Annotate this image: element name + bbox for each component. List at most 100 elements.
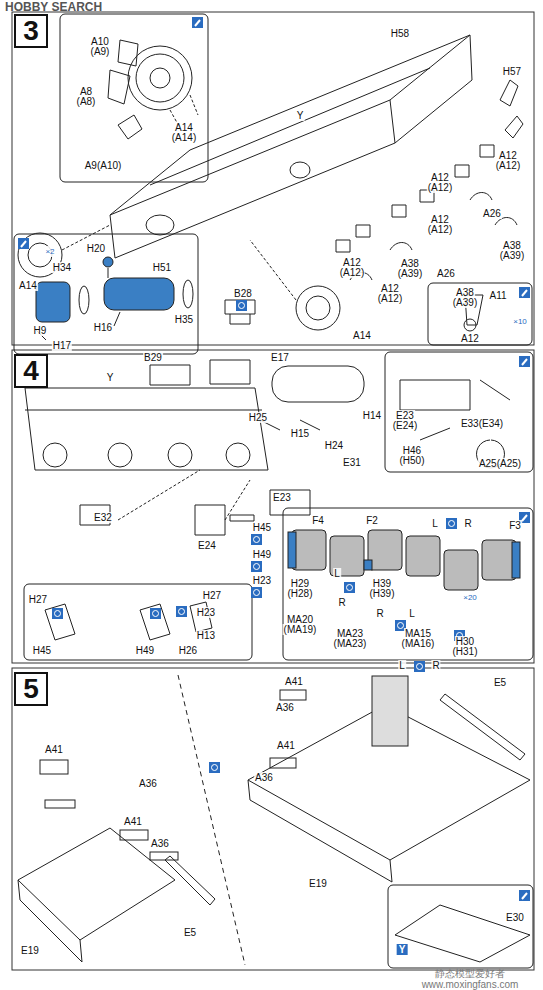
inset-frame [388, 885, 533, 968]
bracket-part [225, 295, 483, 331]
step-number-box: 4 [14, 354, 48, 388]
part-number: A41 [44, 744, 64, 755]
part-number: F3 [508, 520, 522, 531]
part-number: (A9) [90, 46, 111, 57]
step-number: 3 [23, 17, 39, 45]
part-number: H14 [362, 410, 382, 421]
watermark: 静态模型爱好者 [434, 968, 506, 979]
part-number: Y [106, 372, 115, 383]
part-number: R [463, 518, 472, 529]
part-number: A25(A25) [478, 458, 522, 469]
part-number: H35 [174, 314, 194, 325]
symmetry-icon [52, 608, 63, 619]
part-number: (A12) [427, 224, 453, 235]
glue-icon [18, 238, 29, 249]
part-number: E19 [20, 945, 40, 956]
part-number: Y [296, 110, 305, 121]
inset-frame [60, 14, 208, 182]
part-number: (H39) [368, 588, 395, 599]
part-number: H24 [324, 440, 344, 451]
part-number: E5 [183, 927, 197, 938]
part-number: H58 [390, 28, 410, 39]
symmetry-icon [414, 661, 425, 672]
part-number: H34 [52, 262, 72, 273]
part-number: ×2 [44, 246, 55, 257]
step-number-box: 3 [14, 14, 48, 48]
part-number: (A12) [495, 160, 521, 171]
part-number: E24 [197, 540, 217, 551]
part-number: A12 [460, 333, 480, 344]
part-number: (A39) [499, 250, 525, 261]
part-number: H20 [86, 243, 106, 254]
inset-frame [428, 283, 532, 345]
part-number: E32 [93, 512, 113, 523]
part-number: H49 [252, 549, 272, 560]
part-number: A41 [123, 816, 143, 827]
symmetry-icon [251, 561, 262, 572]
symmetry-icon [344, 582, 355, 593]
part-number: B28 [233, 288, 253, 299]
inset-frame [385, 352, 533, 472]
part-number: A36 [254, 772, 274, 783]
part-number: R [431, 660, 440, 671]
part-number: E17 [270, 352, 290, 363]
symmetry-icon [209, 762, 220, 773]
part-number: H45 [32, 645, 52, 656]
symmetry-icon [236, 300, 247, 311]
part-number: H27 [28, 594, 48, 605]
part-number: E23 [272, 492, 292, 503]
hull-floor [18, 675, 530, 965]
part-number: A36 [138, 778, 158, 789]
part-number: R [337, 597, 346, 608]
part-number: L [398, 660, 406, 671]
part-number: A26 [482, 208, 502, 219]
inset-frame [24, 584, 252, 660]
symmetry-icon [176, 606, 187, 617]
part-number: (H28) [286, 588, 313, 599]
part-number: (A39) [452, 297, 478, 308]
part-number: (MA19) [283, 624, 318, 635]
part-number: L [408, 608, 416, 619]
hull-side [25, 360, 510, 640]
watermark: www.moxingfans.com [421, 979, 520, 990]
part-number: A41 [276, 740, 296, 751]
part-number: A26 [436, 268, 456, 279]
part-number: H16 [93, 322, 113, 333]
part-number: A41 [284, 676, 304, 687]
part-number: E33(E34) [460, 418, 504, 429]
step-frame [12, 12, 534, 345]
part-number: H25 [248, 412, 268, 423]
part-number: (A12) [377, 293, 403, 304]
step-number: 5 [23, 675, 39, 703]
part-number: H13 [196, 630, 216, 641]
symmetry-icon [251, 587, 262, 598]
step-frame [12, 668, 534, 970]
part-number: H27 [202, 590, 222, 601]
part-number: E31 [342, 457, 362, 468]
part-number: (H31) [451, 646, 478, 657]
part-number: R [375, 608, 384, 619]
part-number: (MA16) [401, 638, 436, 649]
part-number: (A12) [427, 182, 453, 193]
inset-frame [283, 508, 533, 660]
part-number: F4 [311, 515, 325, 526]
part-number: E19 [308, 878, 328, 889]
part-number: H45 [252, 522, 272, 533]
step-number-box: 5 [14, 672, 48, 706]
step-number: 4 [23, 357, 39, 385]
sprocket-detail [108, 40, 198, 139]
symmetry-icon [150, 608, 161, 619]
track-links [288, 530, 520, 590]
watermark: HOBBY SEARCH [4, 2, 103, 13]
glue-icon [192, 17, 203, 28]
part-number: L [431, 518, 439, 529]
part-number: H17 [52, 340, 72, 351]
part-number: ×10 [512, 316, 528, 327]
part-number: H23 [196, 607, 216, 618]
glue-icon [519, 287, 530, 298]
part-number: A9(A10) [84, 160, 123, 171]
part-number: (A39) [397, 268, 423, 279]
part-number: H15 [290, 428, 310, 439]
part-number: (E24) [392, 420, 418, 431]
part-number: E30 [505, 912, 525, 923]
